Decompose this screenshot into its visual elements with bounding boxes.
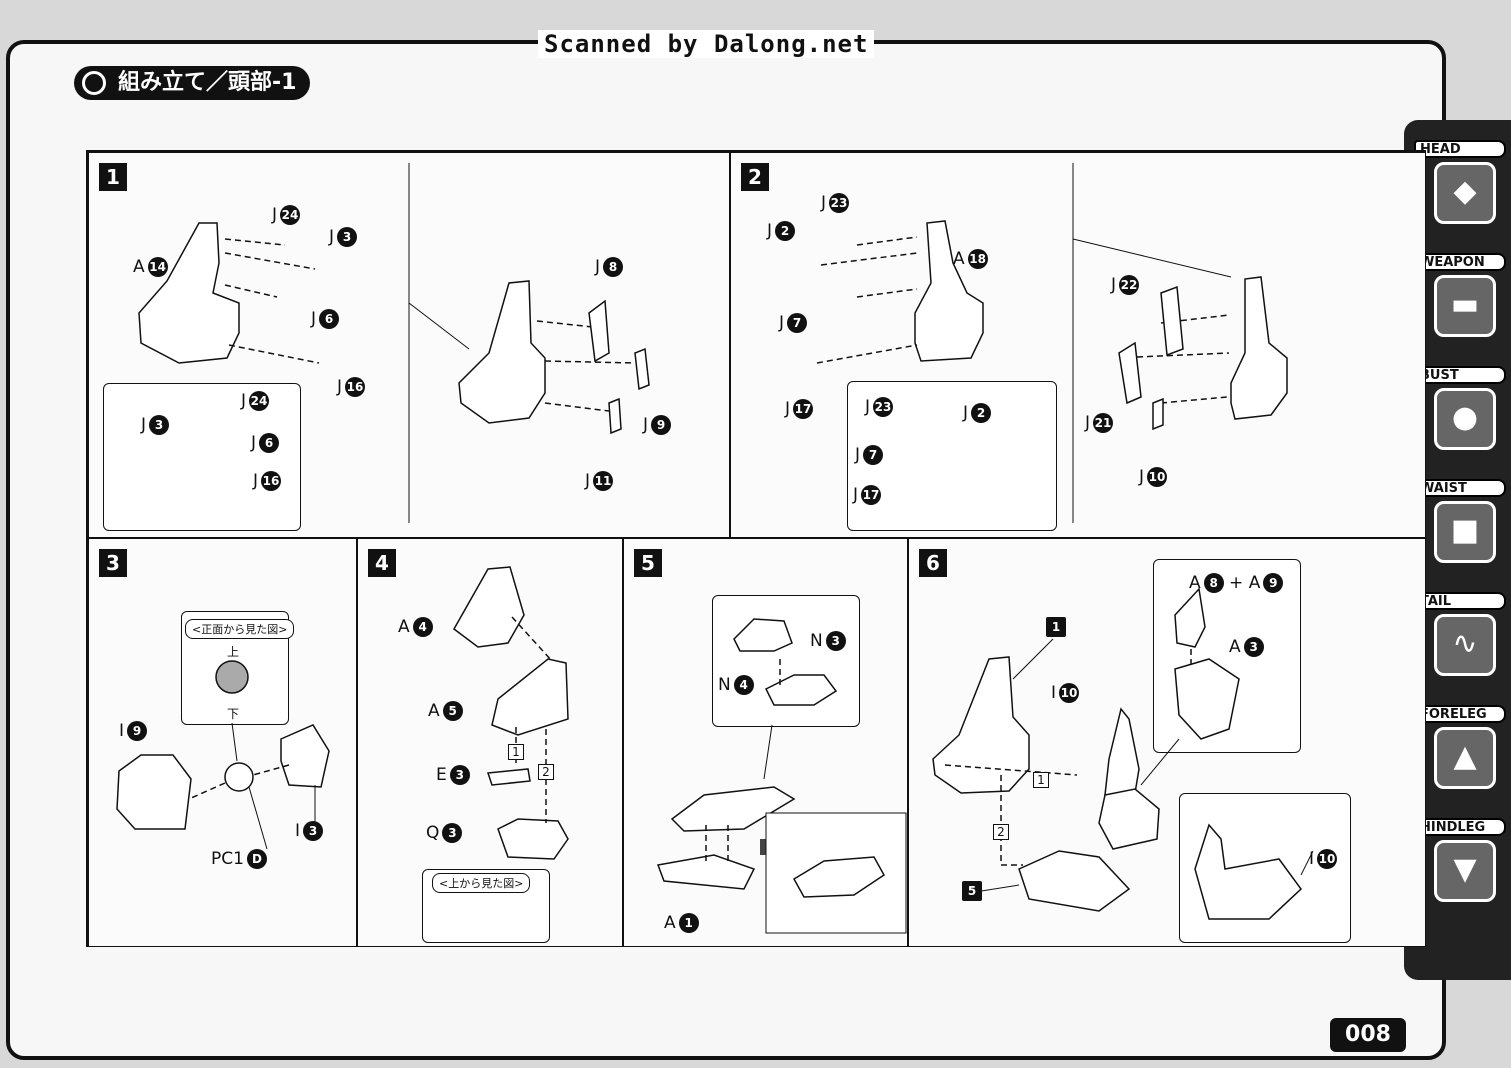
tab-foreleg-label: FORELEG (1414, 705, 1506, 723)
substep-6-2: 2 (993, 821, 1009, 841)
page-number: 008 (1330, 1018, 1406, 1052)
tab-head-label: HEAD (1414, 140, 1506, 158)
tab-bust-label: BUST (1414, 366, 1506, 384)
tab-waist[interactable]: WAIST ■ (1414, 479, 1506, 581)
tab-head[interactable]: HEAD ◆ (1414, 140, 1506, 242)
bust-icon: ● (1434, 388, 1496, 450)
top-view-note: <上から見た図> (432, 873, 531, 893)
foreleg-icon: ▲ (1434, 727, 1496, 789)
tab-tail[interactable]: TAIL ∿ (1414, 592, 1506, 694)
weapon-icon: ▬ (1434, 275, 1496, 337)
step-6-illustration (932, 587, 1314, 920)
scan-credit: Scanned by Dalong.net (538, 30, 875, 58)
tab-hindleg-label: HINDLEG (1414, 818, 1506, 836)
step-5-illustration (656, 618, 907, 934)
step-6-badge: 6 (919, 549, 947, 577)
step-4-illustration (453, 566, 569, 860)
label-up: 上 (227, 645, 240, 659)
section-title: 組み立て／頭部-1 (74, 66, 311, 100)
step-2-badge: 2 (741, 163, 769, 191)
step-2-illustration (816, 163, 1288, 523)
step-5-badge: 5 (634, 549, 662, 577)
tail-icon: ∿ (1434, 614, 1496, 676)
section-title-text: 組み立て／頭部-1 (118, 70, 297, 95)
tab-weapon[interactable]: WEAPON ▬ (1414, 253, 1506, 355)
step-5-detail-inset (712, 595, 860, 727)
waist-icon: ■ (1434, 501, 1496, 563)
step-1-inset (103, 383, 301, 531)
step-1-badge: 1 (99, 163, 127, 191)
label-down: 下 (227, 707, 240, 721)
tab-foreleg[interactable]: FORELEG ▲ (1414, 705, 1506, 807)
front-view-note: <正面から見た図> (185, 619, 295, 639)
substep-1: 1 (508, 741, 524, 761)
tab-waist-label: WAIST (1414, 479, 1506, 497)
tab-bust[interactable]: BUST ● (1414, 366, 1506, 468)
gear-icon (82, 71, 106, 95)
substep-2: 2 (538, 761, 554, 781)
step-3-illustration (116, 660, 330, 850)
tab-weapon-label: WEAPON (1414, 253, 1506, 271)
tab-tail-label: TAIL (1414, 592, 1506, 610)
head-icon: ◆ (1434, 162, 1496, 224)
label-step6-ref-5: 5 (959, 881, 982, 901)
step-4-badge: 4 (368, 549, 396, 577)
label-step6-ref-1: 1 (1043, 617, 1066, 637)
step-1-illustration (138, 163, 650, 523)
tab-hindleg[interactable]: HINDLEG ▼ (1414, 818, 1506, 920)
hindleg-icon: ▼ (1434, 840, 1496, 902)
substep-6-1: 1 (1033, 769, 1049, 789)
step-3-badge: 3 (99, 549, 127, 577)
